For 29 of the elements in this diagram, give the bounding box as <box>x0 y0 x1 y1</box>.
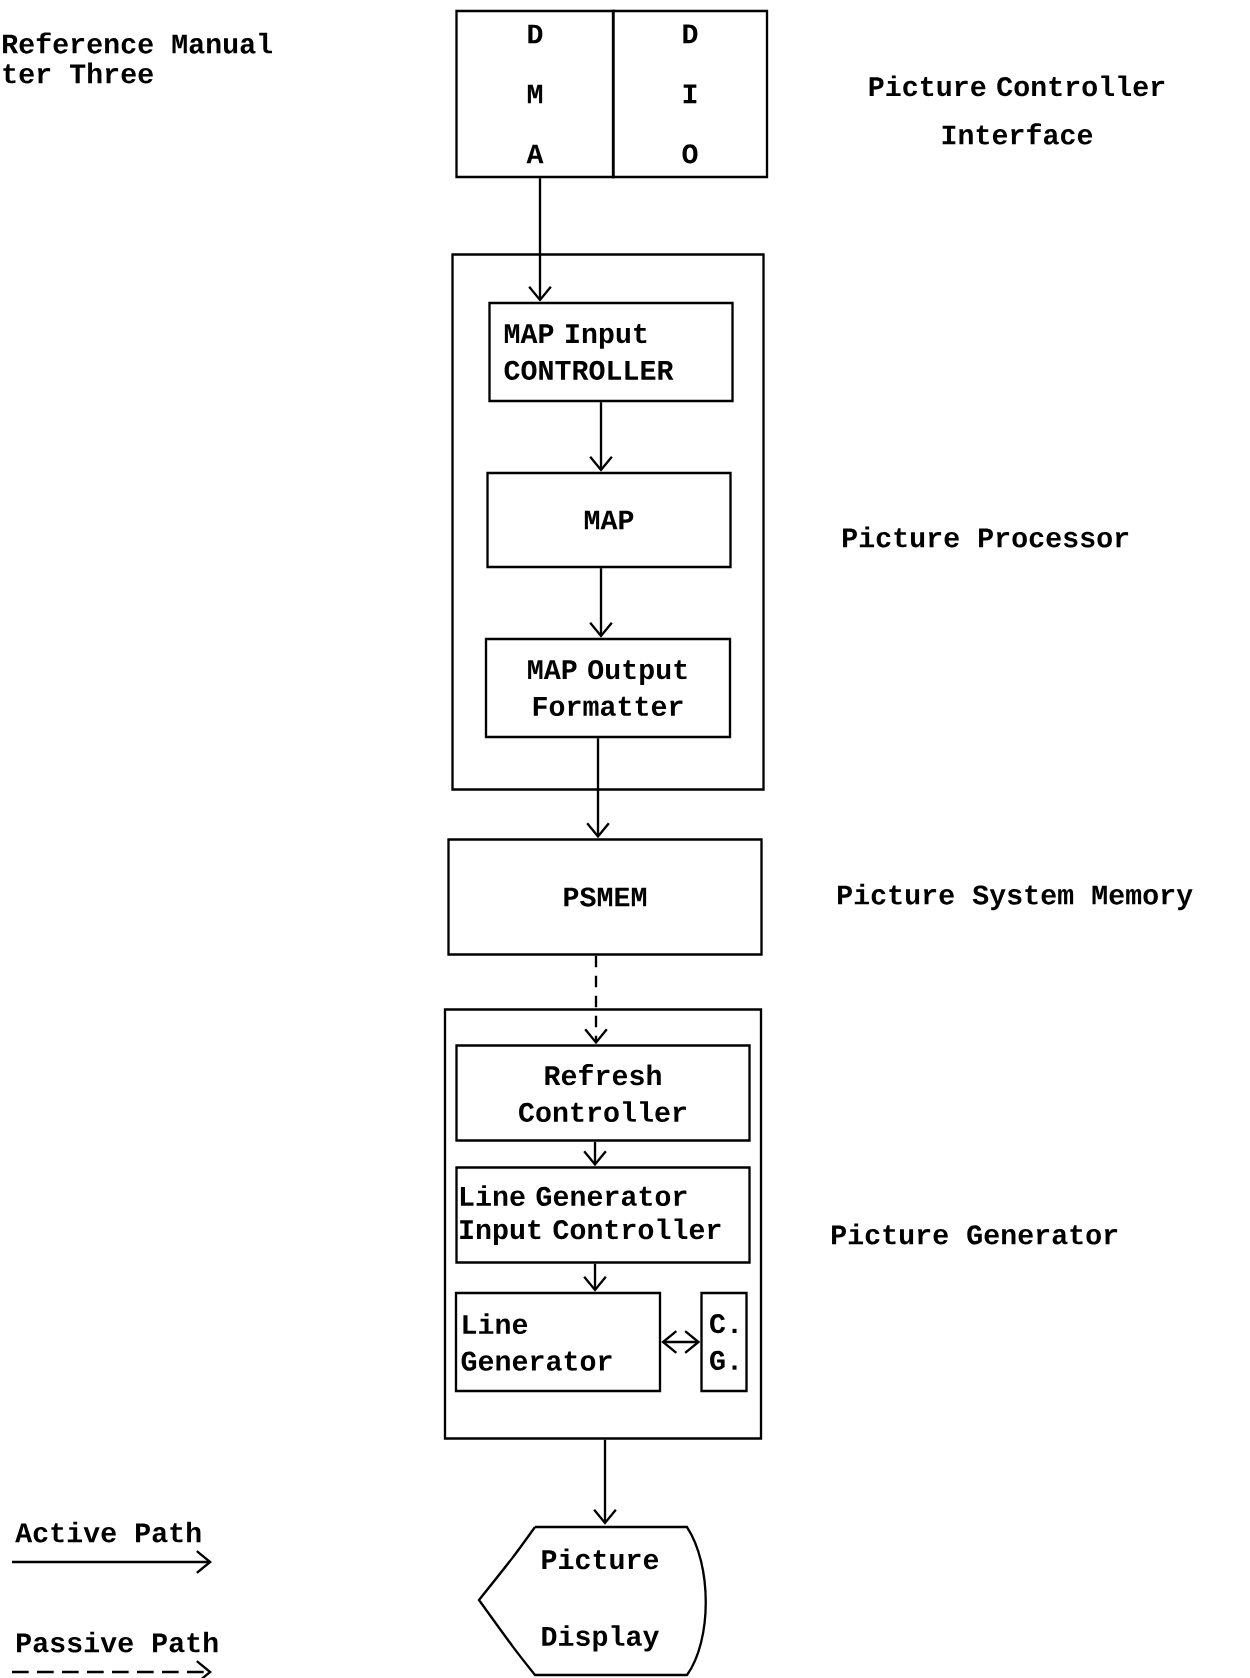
display-shape: Picture Display <box>477 1525 707 1677</box>
arrow <box>583 1263 607 1292</box>
section-label: Reference Manual <box>3 32 273 54</box>
register-box: D I O <box>611 9 769 179</box>
arrow <box>593 1439 617 1525</box>
section-label: Picture System Memory <box>838 883 1193 911</box>
process-box: Line Generator <box>454 1291 662 1393</box>
legend-label: Active Path <box>15 1521 201 1543</box>
arrow <box>528 178 552 302</box>
legend-label: Passive Path <box>17 1631 218 1653</box>
process-box: Line Generator Input Controller <box>455 1166 751 1264</box>
memory-box: PSMEM <box>447 838 763 956</box>
section-label: Picture Processor <box>843 526 1129 548</box>
section-label: ter Three <box>3 62 153 84</box>
group-box <box>451 253 765 791</box>
register-box: D M A <box>455 9 615 179</box>
arrow <box>661 1330 701 1354</box>
process-box: C. G. <box>700 1291 748 1393</box>
arrow <box>586 738 610 839</box>
arrow <box>589 402 613 472</box>
group-box <box>443 1008 763 1440</box>
process-box: MAP Input CONTROLLER <box>488 301 734 403</box>
arrow <box>584 955 608 1045</box>
process-box: MAP <box>486 471 732 569</box>
process-box: Refresh Controller <box>455 1044 751 1142</box>
section-label: Picture Generator <box>832 1223 1118 1245</box>
process-box: MAP Output Formatter <box>484 637 732 739</box>
arrow <box>589 568 613 638</box>
section-label: Picture Controller Interface <box>869 75 1165 145</box>
